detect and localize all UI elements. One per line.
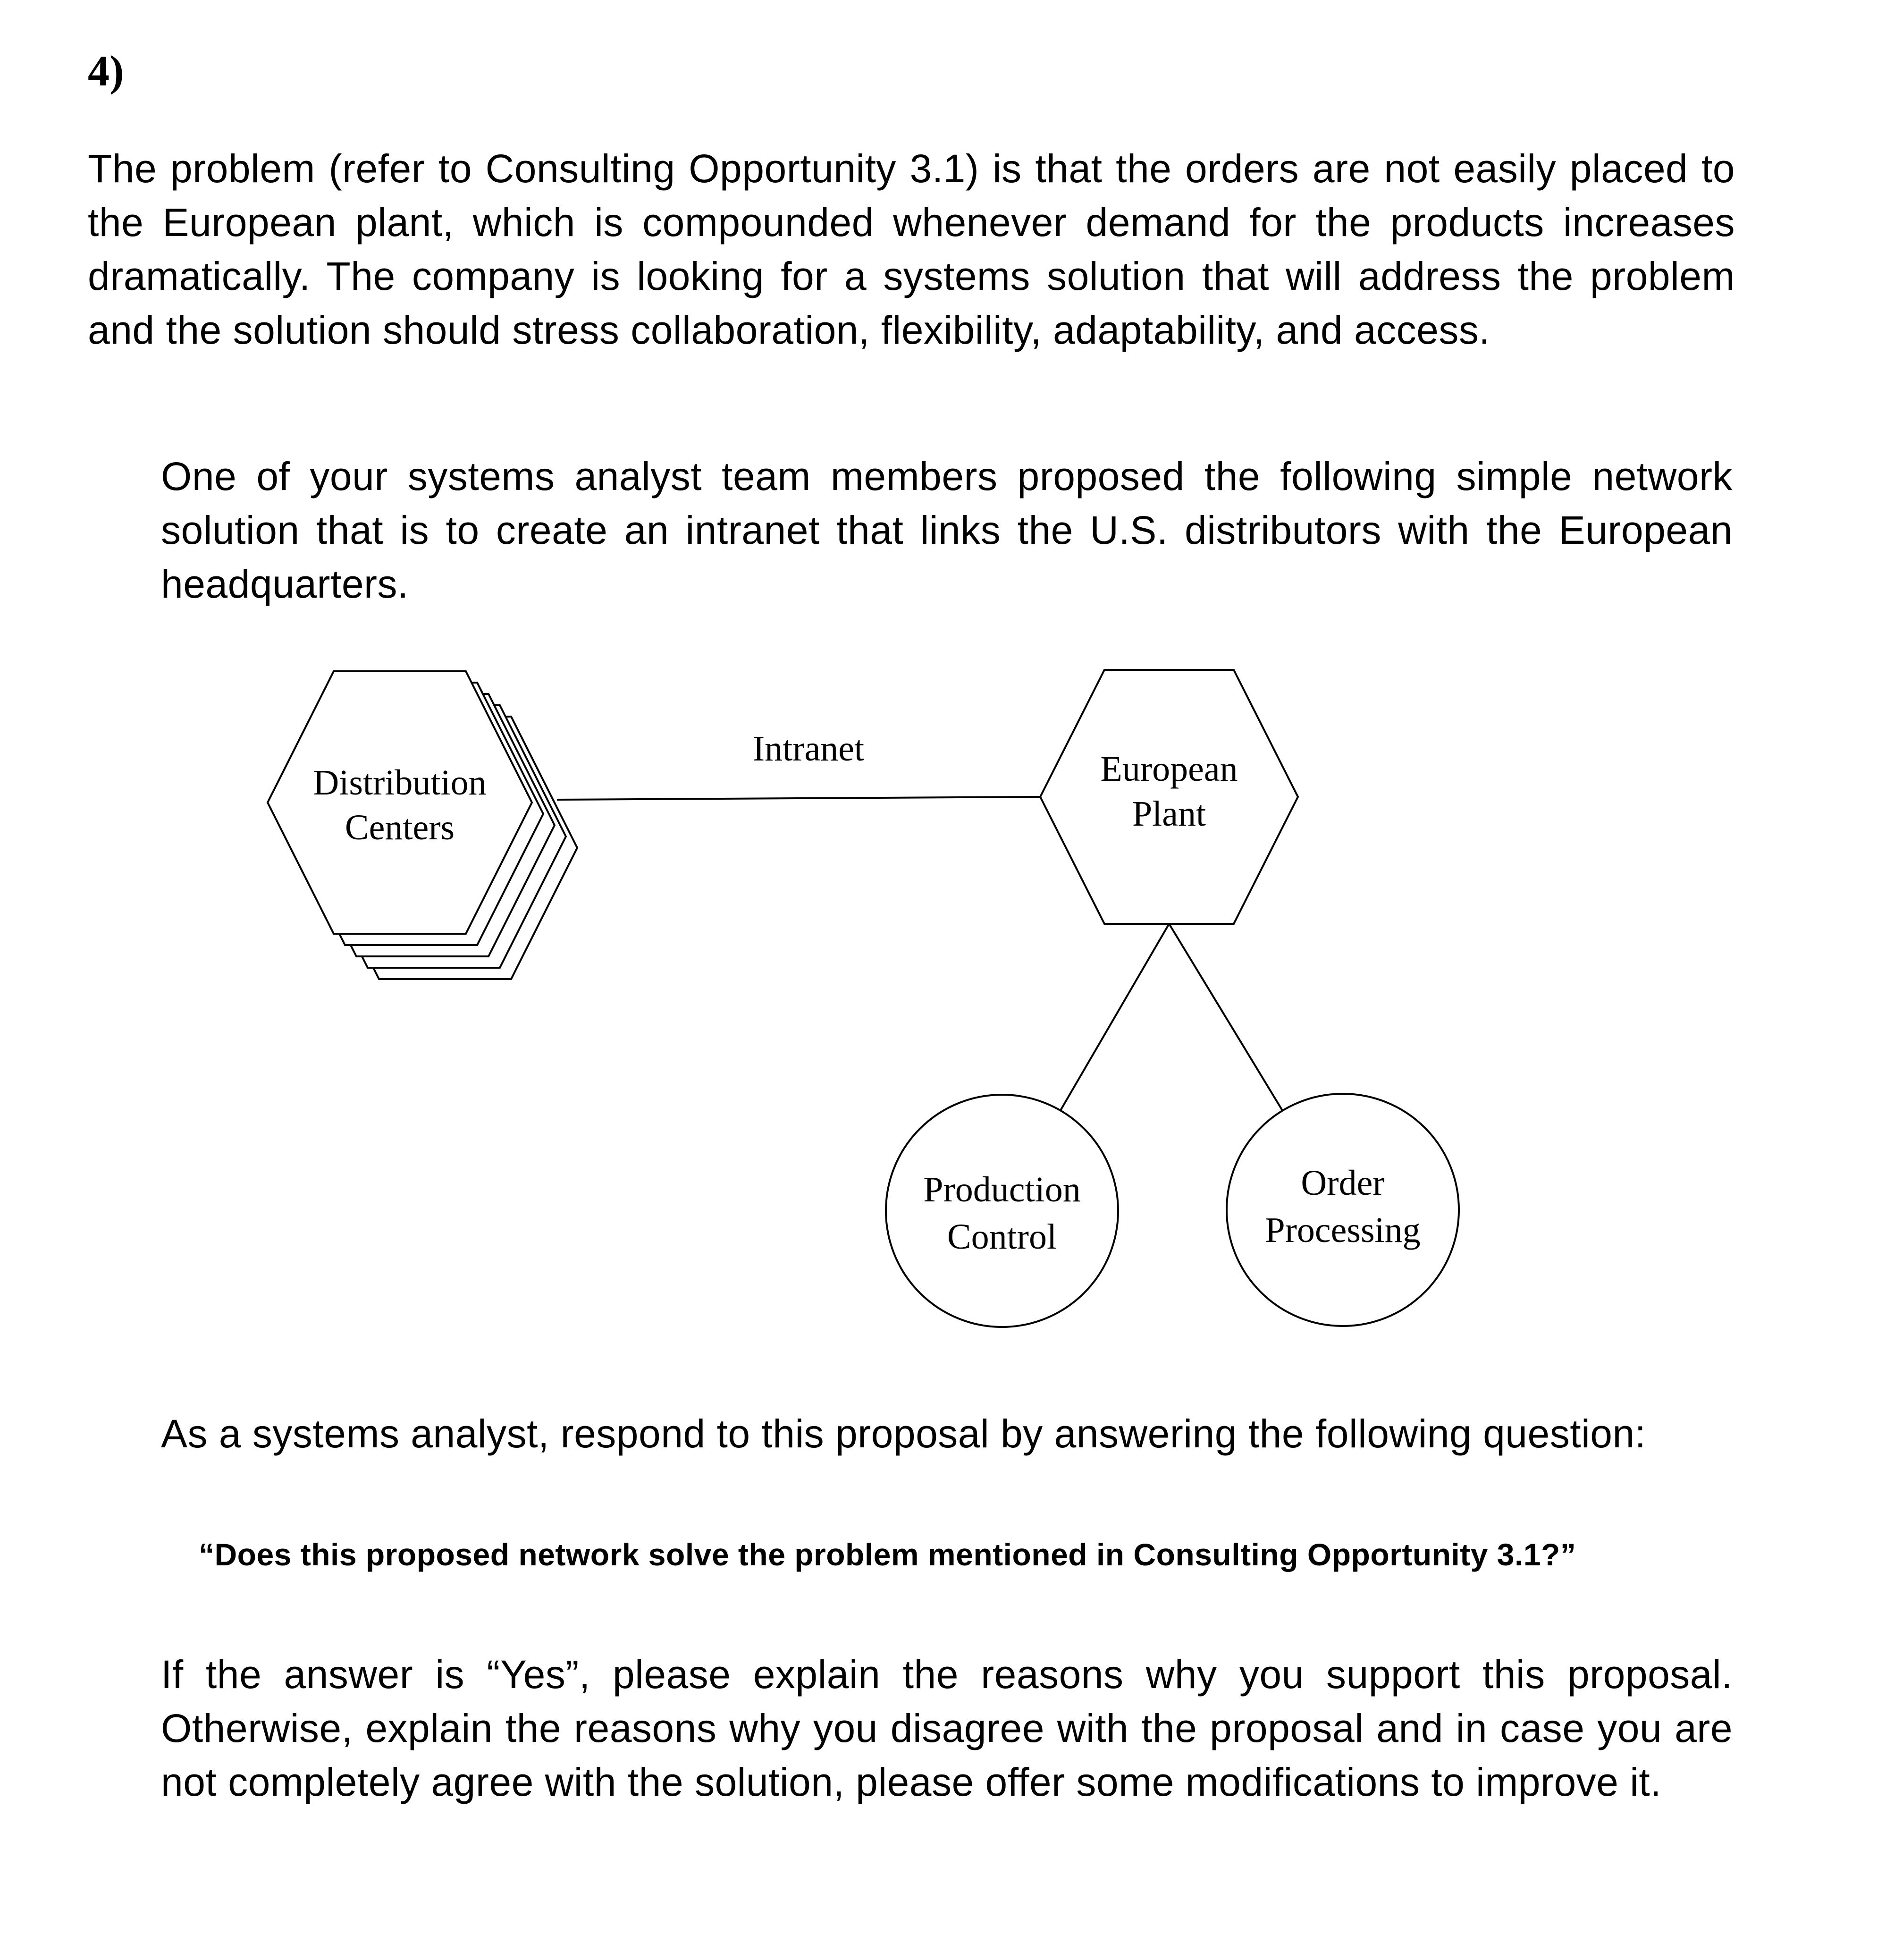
network-diagram: Intranet Distribution Centers European P… xyxy=(266,669,1460,1328)
order-processing-label-line2: Processing xyxy=(1265,1210,1420,1250)
european-plant-hexagon xyxy=(1039,669,1299,925)
intranet-link-line xyxy=(556,796,1041,801)
distribution-centers-label-line2: Centers xyxy=(345,808,455,847)
distribution-hexagon-front xyxy=(266,670,533,935)
european-plant-label-line2: Plant xyxy=(1132,794,1206,834)
european-plant-node: European Plant xyxy=(1039,669,1299,925)
answer-instructions-paragraph: If the answer is “Yes”, please explain t… xyxy=(161,1652,1733,1804)
distribution-centers-label-line1: Distribution xyxy=(313,763,486,803)
intranet-label: Intranet xyxy=(753,729,864,769)
production-control-circle xyxy=(885,1094,1119,1328)
problem-paragraph: The problem (refer to Consulting Opportu… xyxy=(88,146,1735,352)
production-control-label-line1: Production xyxy=(923,1170,1081,1209)
question-number: 4) xyxy=(88,47,124,95)
distribution-centers-node: Distribution Centers xyxy=(266,670,579,980)
european-plant-label-line1: European xyxy=(1100,749,1238,789)
order-processing-circle xyxy=(1226,1093,1460,1327)
production-control-label-line2: Control xyxy=(947,1217,1057,1257)
proposal-paragraph: One of your systems analyst team members… xyxy=(161,454,1733,606)
question-quote: “Does this proposed network solve the pr… xyxy=(199,1537,1576,1572)
respond-paragraph: As a systems analyst, respond to this pr… xyxy=(161,1411,1646,1456)
order-processing-node: Order Processing xyxy=(1226,1093,1460,1327)
production-control-node: Production Control xyxy=(885,1094,1119,1328)
order-processing-label-line1: Order xyxy=(1301,1163,1384,1203)
